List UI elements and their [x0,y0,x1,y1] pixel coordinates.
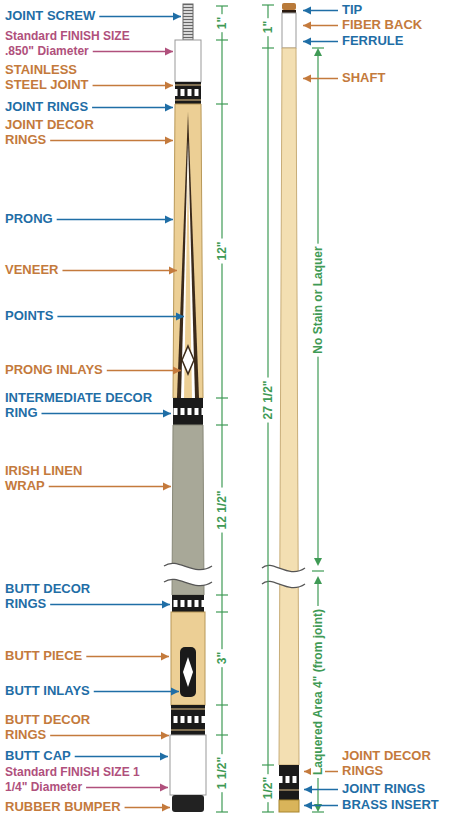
leader-arrow [50,601,170,609]
shaft-joint-rings [279,765,299,800]
part-label: BUTT DECOR RINGS [5,712,117,742]
leader-arrow [94,688,179,696]
brass-insert [279,800,299,812]
joint-rings [175,82,201,104]
dimension-label: 12" [215,238,229,263]
leader-arrow [303,38,338,46]
ring-squares [279,776,299,783]
part-label: JOINT RINGS [342,781,470,796]
prong-inlay [182,346,194,374]
part-label: PRONG INLAYS [5,362,155,377]
butt-decor-ring [172,595,204,612]
leader-arrow [49,483,171,491]
part-label: Standard FINISH SIZE .850" Diameter [5,29,157,59]
dimension-label: 12 1/2" [215,487,229,532]
rubber-bumper [172,795,204,812]
dimension-label: No Stain or Laquer [311,243,325,356]
dimension-label: 27 1/2" [261,377,275,422]
leader-arrow [86,653,169,661]
ring-line [171,709,205,710]
part-label: STAINLESS STEEL JOINT [5,62,117,92]
part-label: TIP [342,2,470,17]
part-label: BUTT INLAYS [5,683,155,698]
part-label: BUTT PIECE [5,648,155,663]
leader-arrow [50,137,173,145]
ring-line [171,730,205,731]
butt-decor-rings [171,705,205,735]
leader-arrow [50,732,169,740]
dimension-label: 1 1/2" [215,754,229,792]
leader-arrow [42,410,172,418]
butt-inlay-diamond [183,657,193,687]
leader-arrow [86,784,168,792]
part-label: JOINT SCREW [5,8,155,23]
joint-screw [183,4,193,40]
part-label: IRISH LINEN WRAP [5,463,105,493]
leader-arrow [303,75,338,83]
ring-line [279,790,299,791]
dimension-label: 1" [261,18,275,36]
ring-squares [172,600,204,607]
dimension-label: Laquered Area 4" (from joint) [311,606,325,778]
leader-arrow [304,802,338,810]
part-label: JOINT DECOR RINGS [5,117,117,147]
leader-arrow [92,104,173,112]
point [177,112,199,398]
dimension-label: 1" [215,14,229,32]
part-label: RUBBER BUMPER [5,799,155,814]
part-label: POINTS [5,308,155,323]
butt-piece [171,612,205,705]
butt-cap [170,735,206,795]
ring-squares [171,716,205,723]
joint-ring-line [175,85,201,86]
leader-arrow [62,267,177,275]
leader-arrow [57,313,184,321]
part-label: BUTT DECOR RINGS [5,581,117,611]
dimension-label: 1/2" [261,774,275,802]
part-label: JOINT DECOR RINGS [342,748,470,778]
butt-inlay [180,647,196,697]
forearm [173,104,203,398]
leader-arrow [99,13,181,21]
break-line [164,563,212,585]
tip [282,3,296,10]
leader-arrow [93,48,173,56]
screw-thread [183,4,193,40]
dimension-lines [216,5,324,812]
part-label: PRONG [5,211,155,226]
leader-arrow [303,7,338,15]
ferrule [282,13,296,48]
leader-arrow [93,82,173,90]
part-label: JOINT RINGS [5,99,155,114]
part-label: FERRULE [342,33,470,48]
intermediate-ring [173,398,203,425]
leader-arrow [107,367,181,375]
dimension-label: 3" [215,649,229,667]
part-label: BRASS INSERT [342,797,470,812]
part-label: VENEER [5,262,155,277]
ring-squares [173,408,203,415]
leader-arrow [57,216,173,224]
part-label: Standard FINISH SIZE 1 1/4" Diameter [5,765,157,795]
veneer [181,140,195,398]
leader-arrow [303,22,338,30]
leader-arrow [75,753,168,761]
shaft [279,48,299,765]
joint-ring-squares [175,89,201,96]
stainless-joint [175,40,201,82]
part-label: INTERMEDIATE DECOR RING [5,390,155,420]
part-label: SHAFT [342,70,470,85]
leader-arrow [304,786,338,794]
joint-ring-line [175,100,201,101]
leader-arrow [125,804,170,812]
part-label: BUTT CAP [5,748,155,763]
part-label: FIBER BACK [342,17,470,32]
break-mark [164,563,212,585]
